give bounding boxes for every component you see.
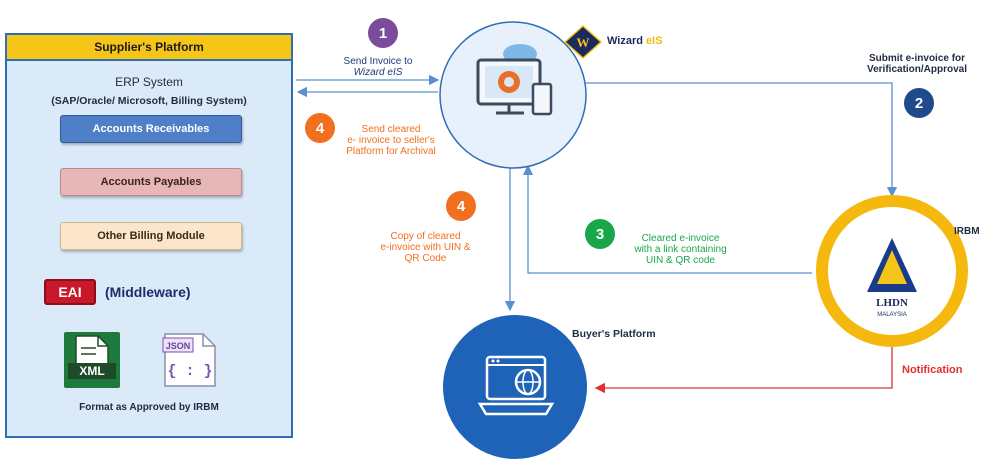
arrow-step2: [585, 82, 898, 198]
middleware-label: (Middleware): [105, 284, 191, 300]
step-3-badge: 3: [585, 219, 615, 249]
wizard-logo-icon: W: [563, 24, 603, 60]
notification-label: Notification: [902, 364, 963, 376]
irbm-label: IRBM: [954, 226, 980, 237]
arrow-step3: [522, 164, 812, 274]
xml-file-icon: XML: [62, 330, 124, 390]
erp-system-title: ERP System: [115, 75, 183, 89]
json-file-icon: JSON { : }: [159, 330, 221, 390]
buyer-platform-label: Buyer's Platform: [572, 328, 656, 340]
json-label: JSON: [166, 341, 191, 351]
eai-badge: EAI: [44, 279, 96, 305]
step-4-copy-badge: 4: [446, 191, 476, 221]
module-accounts-receivables: Accounts Receivables: [60, 115, 242, 143]
erp-system-subtitle: (SAP/Oracle/ Microsoft, Billing System): [51, 95, 247, 107]
wizard-eis-hub: [438, 20, 588, 170]
irbm-node: LHDN MALAYSIA: [807, 194, 977, 348]
svg-text:{ : }: { : }: [167, 363, 212, 380]
supplier-platform-title: Supplier's Platform: [7, 35, 291, 61]
buyer-platform-node: [440, 312, 590, 462]
module-other-billing: Other Billing Module: [60, 222, 242, 250]
step-1-badge: 1: [368, 18, 398, 48]
irbm-logo-text: LHDN: [876, 297, 908, 309]
wizard-logo-text: Wizard eIS: [607, 35, 663, 47]
step-4-archival-badge: 4: [305, 113, 335, 143]
module-accounts-payables: Accounts Payables: [60, 168, 242, 196]
svg-text:W: W: [577, 35, 590, 50]
format-note: Format as Approved by IRBM: [79, 402, 219, 413]
step-2-badge: 2: [904, 88, 934, 118]
supplier-platform-panel: Supplier's Platform ERP System (SAP/Orac…: [5, 33, 293, 438]
arrow-notification: [594, 347, 893, 394]
irbm-logo-sub: MALAYSIA: [877, 312, 907, 318]
xml-label: XML: [79, 364, 104, 378]
